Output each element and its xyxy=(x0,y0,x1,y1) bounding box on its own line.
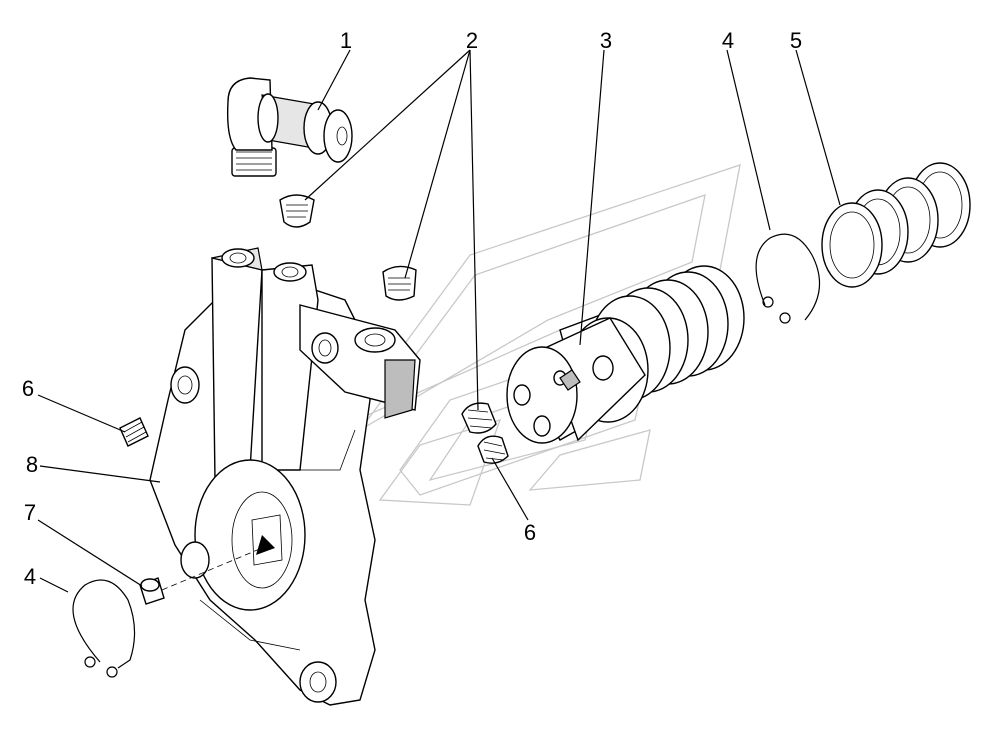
part-6-setscrew-middle-top xyxy=(461,402,497,434)
part-3-valve-spool xyxy=(506,265,745,444)
callout-6-left: 6 xyxy=(22,376,34,401)
part-6-setscrew-left xyxy=(119,417,149,447)
part-4-retaining-ring-right xyxy=(755,233,821,324)
part-7-pin xyxy=(139,535,275,605)
part-6-setscrew-middle-bottom xyxy=(477,435,509,464)
callout-4-top: 4 xyxy=(722,28,734,53)
callout-4-bottom: 4 xyxy=(24,564,36,589)
callout-1: 1 xyxy=(340,28,352,53)
callout-2: 2 xyxy=(466,28,478,53)
part-1-elbow-fitting xyxy=(226,77,353,177)
leader-lines xyxy=(37,49,841,593)
callout-5: 5 xyxy=(790,28,802,53)
part-5-spring xyxy=(821,162,971,288)
part-8-housing xyxy=(149,247,421,706)
part-4-retaining-ring-bottom xyxy=(72,579,136,678)
callout-6-middle: 6 xyxy=(524,520,536,545)
callout-labels: 1 2 3 4 5 6 8 7 4 6 xyxy=(22,28,802,589)
callout-7: 7 xyxy=(24,500,36,525)
callout-8: 8 xyxy=(26,452,38,477)
part-2-plug-middle xyxy=(382,265,417,301)
part-2-plug-top xyxy=(279,194,315,228)
callout-3: 3 xyxy=(600,28,612,53)
